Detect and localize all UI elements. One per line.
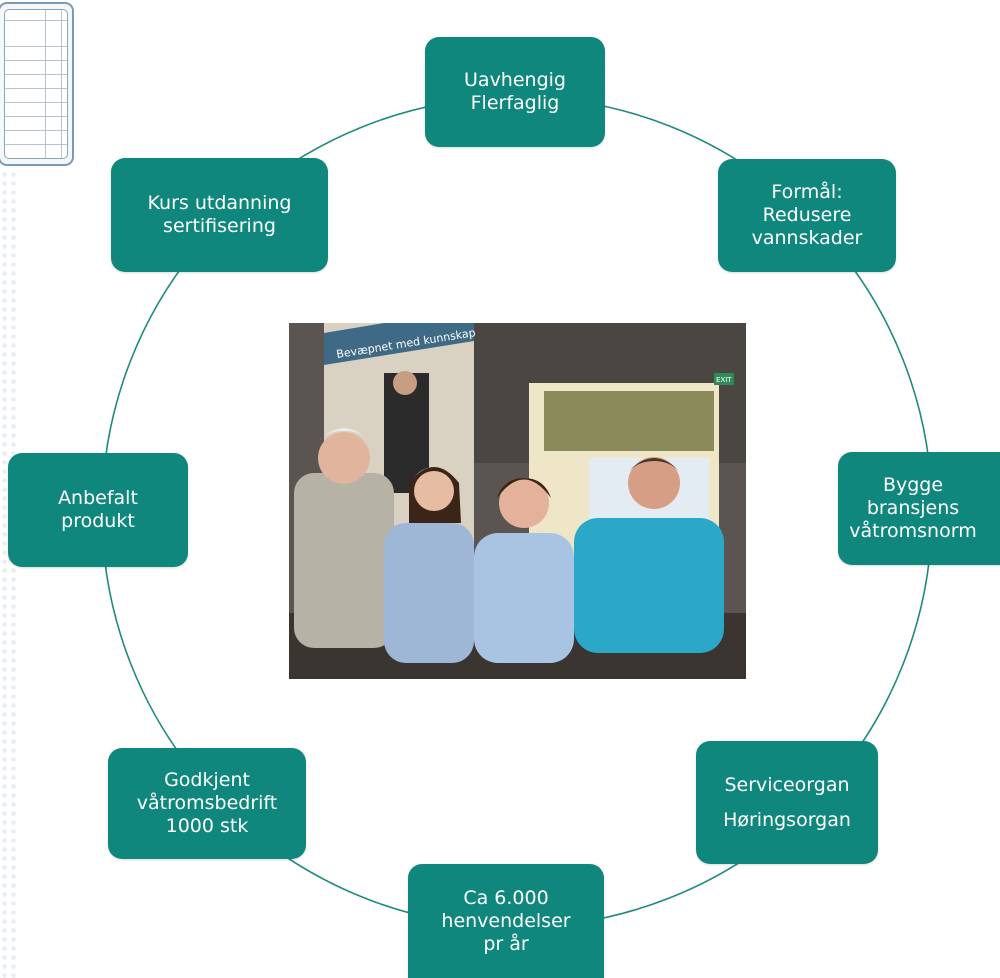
- exit-sign: EXIT: [716, 376, 732, 384]
- node-text: våtromsbedrift: [136, 792, 278, 814]
- dotted-edge-decoration: [0, 170, 18, 978]
- node-formal: Formål: Redusere vannskader: [718, 159, 896, 272]
- checklist-thumbnail: [0, 2, 74, 166]
- node-text: 1000 stk: [165, 815, 249, 837]
- node-text: våtromsnorm: [849, 520, 977, 542]
- node-text: Bygge: [882, 474, 944, 496]
- node-text: Formål:: [771, 181, 843, 203]
- node-text: bransjens: [866, 497, 960, 519]
- node-text: Kurs utdanning: [147, 192, 292, 214]
- team-photo: Bevæpnet med kunnskap EXIT: [289, 323, 746, 679]
- node-text: vannskader: [751, 227, 863, 249]
- node-serviceorgan: Serviceorgan Høringsorgan: [696, 741, 878, 864]
- node-text: sertifisering: [163, 215, 276, 237]
- node-text: pr år: [483, 932, 529, 955]
- node-henvendelser: Ca 6.000 henvendelser pr år: [408, 864, 604, 978]
- node-kurs: Kurs utdanning sertifisering: [111, 158, 328, 272]
- node-text: Ca 6.000: [463, 886, 549, 909]
- node-text: Anbefalt: [58, 487, 138, 509]
- node-text: Flerfaglig: [470, 92, 560, 114]
- node-text: Redusere: [762, 204, 852, 226]
- node-text: Uavhengig: [464, 69, 566, 91]
- node-bygge: Bygge bransjens våtromsnorm: [838, 452, 1000, 565]
- node-uavhengig: Uavhengig Flerfaglig: [425, 37, 605, 147]
- node-godkjent: Godkjent våtromsbedrift 1000 stk: [108, 748, 306, 859]
- node-anbefalt: Anbefalt produkt: [8, 453, 188, 567]
- node-text: Godkjent: [164, 769, 250, 791]
- node-text: Serviceorgan: [724, 773, 850, 796]
- node-text: Høringsorgan: [723, 808, 851, 831]
- node-text: henvendelser: [441, 909, 571, 932]
- node-text: produkt: [61, 510, 135, 532]
